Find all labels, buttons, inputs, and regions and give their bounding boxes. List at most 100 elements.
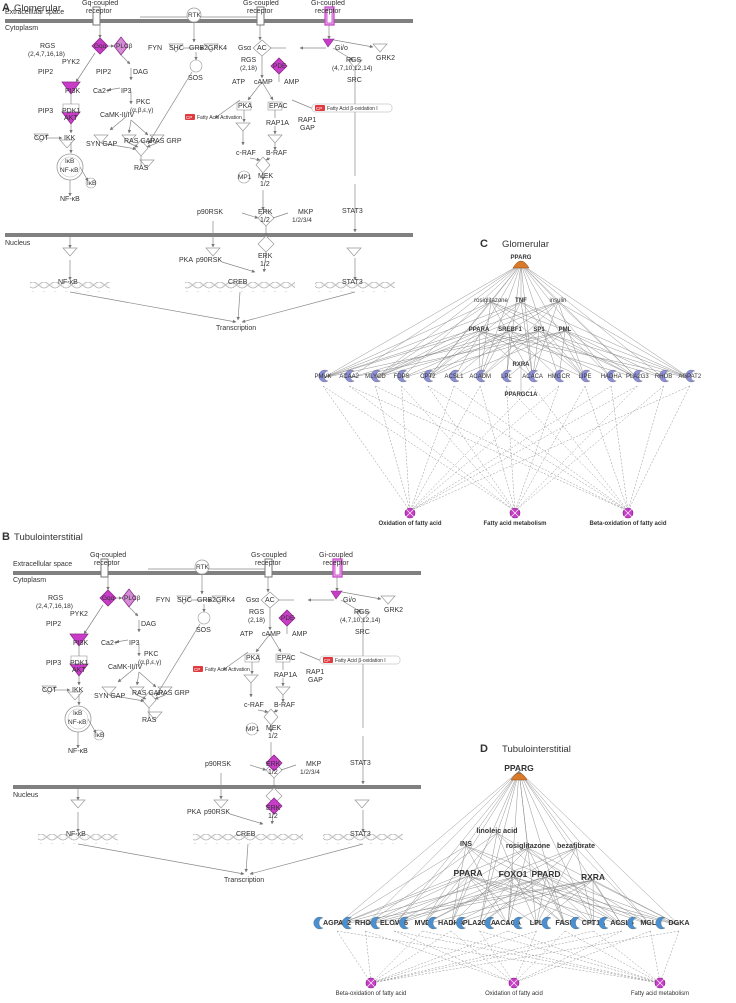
network-edge	[322, 263, 522, 379]
network-edge	[349, 263, 522, 379]
network-edge	[650, 930, 661, 984]
network-edge	[450, 845, 467, 926]
network-edge	[409, 385, 455, 512]
network-edge	[512, 876, 651, 926]
network-edge	[365, 832, 498, 926]
c-target-hmgcr: HMGCR	[547, 374, 570, 380]
c-fn-beta-oxidation-of-fatty-acid: Beta-oxidation of fatty acid	[589, 521, 666, 527]
b-node-grk2: GRK2	[384, 607, 403, 614]
b-node-stat3-nuc: STAT3	[350, 831, 371, 838]
b-cytoplasm-label: Cytoplasm	[13, 577, 46, 584]
b-node-gqa: Gqα	[102, 595, 115, 602]
b-node-pkc: PKC	[144, 651, 158, 658]
node-mek-sub: 1/2	[260, 181, 270, 188]
panel-b-title: Tubulointerstitial	[14, 532, 83, 543]
network-edge	[520, 301, 586, 379]
network-edge	[592, 879, 594, 926]
c-target-acaca: ACACA	[522, 374, 543, 380]
node-rasgrp: RAS GRP	[150, 138, 182, 145]
cp-tag-oxidation	[315, 105, 325, 111]
cp-tag-activation	[185, 114, 195, 120]
cp-tag-activation-text: CP	[186, 115, 192, 120]
fa-oxidation-label: Fatty Acid β-oxidation I	[327, 106, 378, 112]
c-target-acsl1: ACSL1	[444, 374, 464, 380]
b-node-amp: AMP	[292, 631, 308, 638]
network-edge	[322, 301, 559, 379]
network-edge	[450, 879, 594, 926]
network-edge	[467, 875, 594, 926]
node-stat3: STAT3	[342, 208, 363, 215]
node-pip2a: PIP2	[38, 69, 53, 76]
network-edge	[490, 301, 533, 379]
node-rgs-gi-sub: (4,7,10,12,14)	[332, 65, 372, 72]
b-node-ras: RAS	[142, 717, 157, 724]
c-up-tnf: TNF	[515, 298, 527, 304]
b-node-rasgrp: RAS GRP	[158, 690, 190, 697]
b-gi-receptor-label: Gi-coupled	[319, 552, 353, 559]
b-cp-tag-activation	[193, 666, 203, 672]
b-gs-receptor-label: Gs-coupled	[251, 552, 287, 559]
network-edge	[479, 385, 516, 512]
panel-a-letter: A	[2, 2, 10, 14]
b-node-ca2: Ca2+	[101, 640, 118, 647]
b-node-rtk: RTK	[196, 564, 210, 571]
cytoplasm-label: Cytoplasm	[5, 25, 38, 32]
network-edge	[393, 845, 467, 926]
network-edge	[513, 930, 566, 984]
b-node-ac: AC	[265, 597, 275, 604]
b-node-pi3k: PI3K	[73, 640, 89, 647]
d-target-pla2g2a: PLA2G2A	[463, 918, 496, 927]
network-edge	[520, 263, 559, 303]
panel-d-letter: D	[480, 743, 488, 755]
network-edge	[453, 263, 522, 379]
b-node-grb2: GRB2	[197, 597, 216, 604]
network-edge	[370, 930, 452, 984]
node-ac: AC	[257, 45, 267, 52]
network-edge	[512, 876, 566, 926]
node-rap1gap-2: GAP	[300, 125, 315, 132]
b-node-dag: DAG	[141, 621, 156, 628]
node-syngap: SYN GAP	[86, 141, 117, 148]
network-edge	[514, 385, 560, 512]
node-rgs-gq-sub: (2,4,7,16,18)	[28, 51, 65, 58]
network-edge	[520, 263, 586, 379]
network-edge	[513, 930, 651, 984]
node-src: SRC	[347, 77, 362, 84]
network-edge	[536, 876, 547, 926]
network-edge	[467, 875, 680, 926]
network-edge	[375, 263, 522, 379]
b-node-mkp: MKP	[306, 761, 322, 768]
network-edge	[349, 330, 566, 379]
c-target-pmvk-icon	[318, 369, 329, 383]
network-edge	[518, 770, 566, 926]
network-edge	[467, 875, 509, 926]
network-edge	[592, 879, 623, 926]
d-target-agpat2: AGPAT2	[323, 918, 351, 927]
network-edge	[479, 770, 520, 926]
node-epac: EPAC	[269, 103, 288, 110]
network-edge	[375, 301, 492, 379]
b-node-craf: c-RAF	[244, 702, 264, 709]
b-node-ip3: IP3	[129, 640, 140, 647]
panel-c-letter: C	[480, 238, 488, 250]
d-fn-fatty-acid-metabolism: Fatty acid metabolism	[631, 991, 689, 997]
d-mid-ppard: PPARD	[531, 869, 560, 879]
network-edge	[514, 385, 638, 512]
b-node-epac: EPAC	[277, 655, 296, 662]
b-cp-tag-oxidation	[323, 657, 333, 663]
b-node-fyn: FYN	[156, 597, 170, 604]
fa-activation-label: Fatty Acid Activation	[197, 115, 242, 121]
b-node-mek: MEK	[266, 725, 282, 732]
network-edge	[520, 263, 638, 379]
node-pka: PKA	[238, 103, 252, 110]
network-edge	[427, 330, 480, 379]
b-node-nfkb-complex: NF-κB	[68, 719, 86, 726]
network-edge	[520, 301, 690, 379]
node-ip3: IP3	[121, 88, 132, 95]
node-rgs-gs: RGS	[241, 57, 257, 64]
network-edge	[409, 385, 533, 512]
panel-b: B Tubulointerstitial Gq-coupled receptor…	[2, 531, 421, 884]
network-edge	[409, 385, 559, 512]
